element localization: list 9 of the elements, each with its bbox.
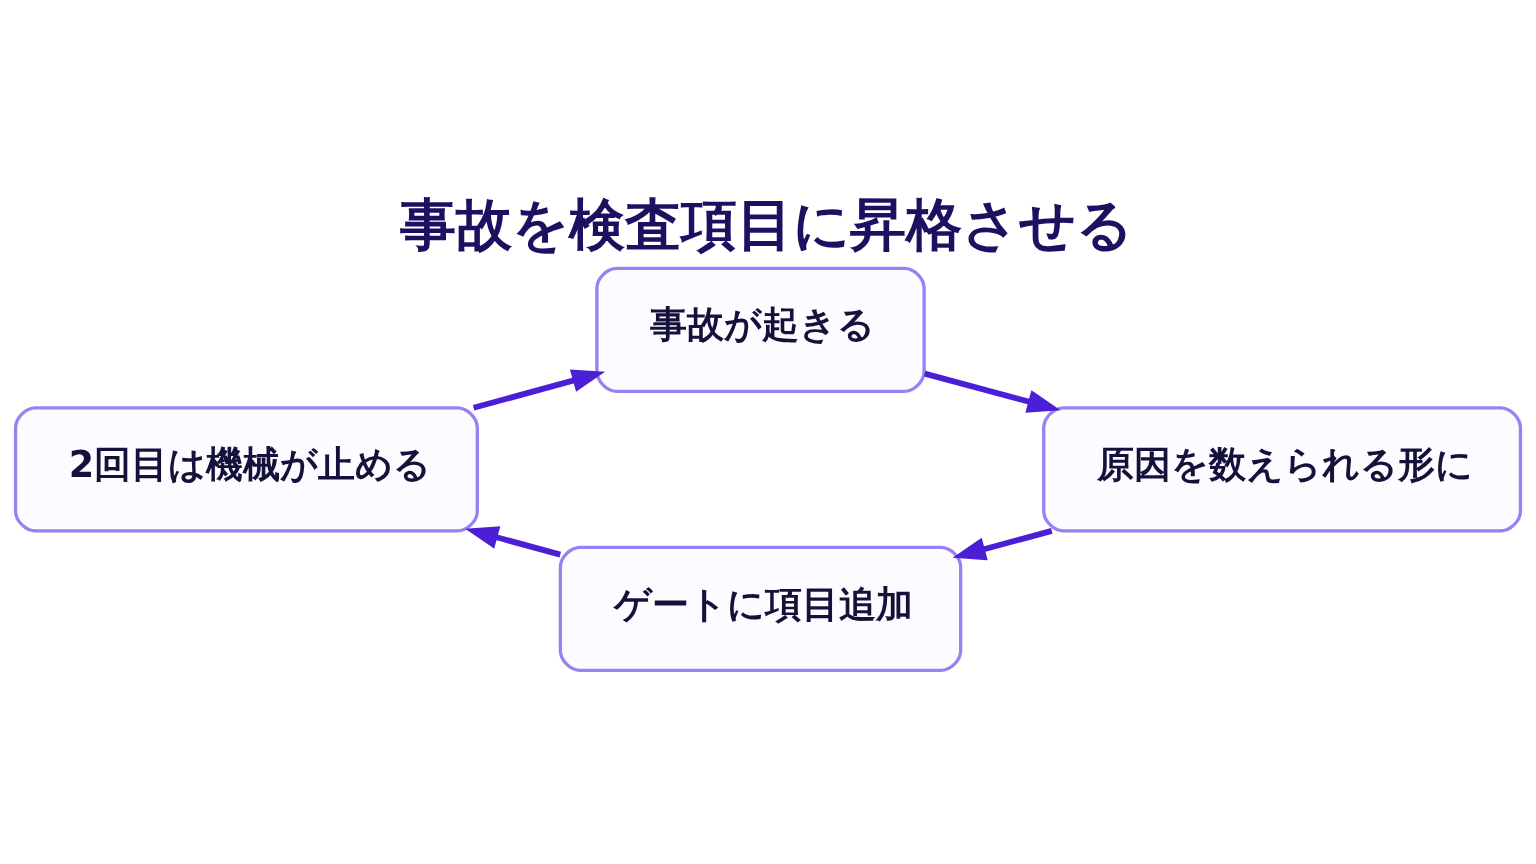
node-box: 原因を数えられる形に bbox=[1042, 406, 1523, 533]
node-box: ゲートに項目追加 bbox=[558, 545, 963, 672]
arrow bbox=[472, 369, 606, 411]
diagram-title: 事故を検査項目に昇格させる bbox=[400, 191, 1134, 257]
node-box: 2回目は機械が止める bbox=[13, 406, 479, 533]
arrow bbox=[923, 370, 1061, 413]
arrow bbox=[952, 528, 1053, 561]
node-box: 事故が起きる bbox=[595, 266, 926, 393]
arrow bbox=[465, 526, 561, 558]
